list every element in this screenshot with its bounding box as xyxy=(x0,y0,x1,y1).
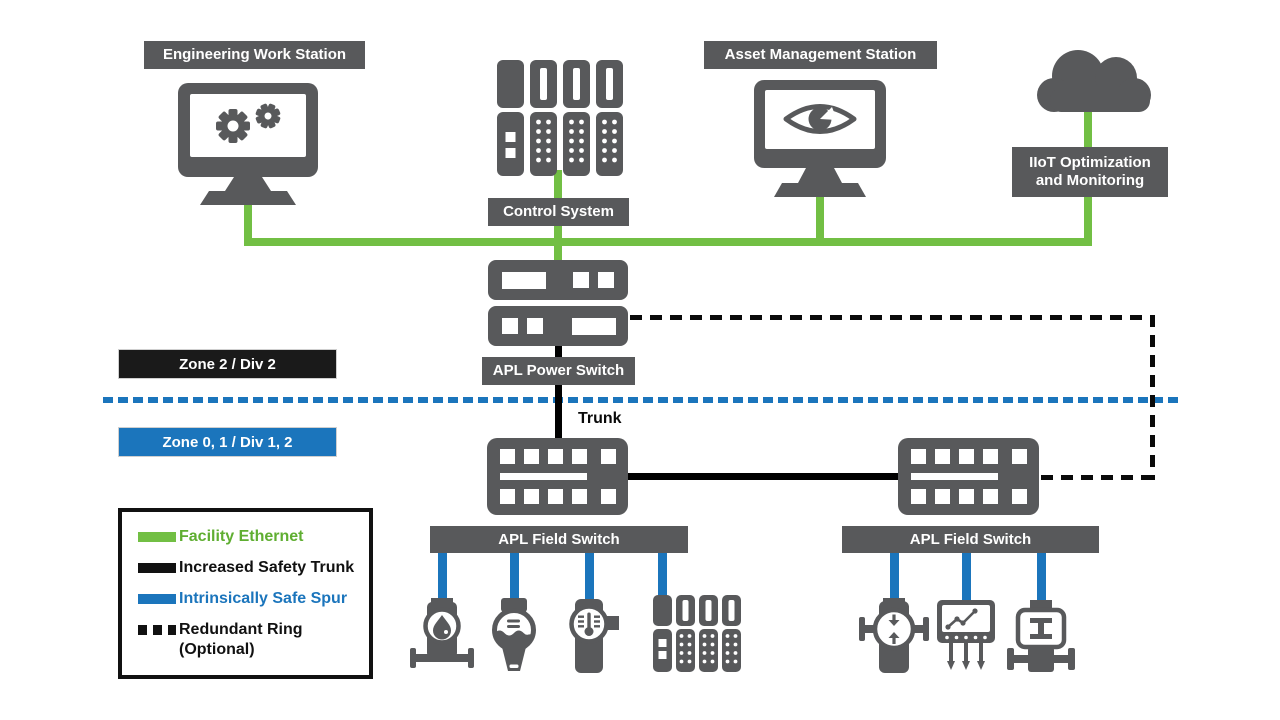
monitor-gears-icon xyxy=(176,83,320,207)
increased-safety-trunk-swatch xyxy=(138,563,176,573)
spur-line-level xyxy=(510,553,519,600)
facility-ethernet-swatch xyxy=(138,532,176,542)
label-zone-0-1-div-1-2: Zone 0, 1 / Div 1, 2 xyxy=(118,427,337,457)
legend-item-increased-safety-trunk: Increased Safety Trunk xyxy=(138,558,369,578)
temperature-transmitter-icon xyxy=(563,598,621,674)
legend-label-intrinsically-safe-spur: Intrinsically Safe Spur xyxy=(179,590,348,607)
spur-line-valve xyxy=(1037,553,1046,600)
intrinsically-safe-spur-swatch xyxy=(138,594,176,604)
trunk-line-between-switches xyxy=(628,473,898,480)
multivariable-transmitter-icon xyxy=(930,600,1002,674)
legend-label-facility-ethernet: Facility Ethernet xyxy=(179,528,304,545)
label-asset-management-station: Asset Management Station xyxy=(704,41,937,69)
zone-separator-dashed-line xyxy=(103,397,1183,403)
label-apl-field-switch-left: APL Field Switch xyxy=(430,526,688,553)
label-apl-power-switch: APL Power Switch xyxy=(482,357,635,385)
redundant-ring-vertical-line xyxy=(1150,315,1155,480)
spur-line-temperature xyxy=(585,553,594,600)
label-iiot-optimization: IIoT Optimization and Monitoring xyxy=(1012,147,1168,197)
label-zone-2-div-2: Zone 2 / Div 2 xyxy=(118,349,337,379)
plc-rack-icon xyxy=(497,60,623,176)
label-engineering-work-station: Engineering Work Station xyxy=(144,41,365,69)
redundant-ring-swatch xyxy=(138,625,176,635)
legend-label-increased-safety-trunk: Increased Safety Trunk xyxy=(179,559,355,576)
ethernet-line-workstation xyxy=(244,203,252,246)
ethernet-line-asset-station xyxy=(816,197,824,246)
control-valve-icon xyxy=(1005,600,1077,674)
legend-label-redundant-ring: Redundant Ring (Optional) xyxy=(179,621,303,658)
cloud-icon xyxy=(1028,38,1160,120)
spur-line-analyzer xyxy=(962,553,971,600)
flow-transmitter-icon xyxy=(410,598,474,674)
field-switch-icon-right xyxy=(898,438,1039,515)
spur-line-remote-io xyxy=(658,553,667,600)
rack-switch-icon xyxy=(488,260,628,348)
legend-item-facility-ethernet: Facility Ethernet xyxy=(138,527,369,547)
level-transmitter-icon xyxy=(489,598,539,674)
trunk-line-vertical xyxy=(555,344,562,440)
spur-line-pressure xyxy=(890,553,899,600)
legend-item-intrinsically-safe-spur: Intrinsically Safe Spur xyxy=(138,589,369,609)
legend-item-redundant-ring: Redundant Ring (Optional) xyxy=(138,620,369,660)
label-control-system: Control System xyxy=(488,198,629,226)
legend: Facility Ethernet Increased Safety Trunk… xyxy=(118,508,373,679)
redundant-ring-bottom-line xyxy=(1041,475,1152,480)
monitor-eye-icon xyxy=(752,80,888,202)
label-apl-field-switch-right: APL Field Switch xyxy=(842,526,1099,553)
field-switch-icon-left xyxy=(487,438,628,515)
spur-line-flow xyxy=(438,553,447,600)
redundant-ring-top-line xyxy=(630,315,1155,320)
pressure-transmitter-icon xyxy=(855,598,933,674)
remote-io-icon xyxy=(653,595,741,672)
ethernet-bus-line xyxy=(244,238,1092,246)
label-trunk: Trunk xyxy=(578,410,622,427)
